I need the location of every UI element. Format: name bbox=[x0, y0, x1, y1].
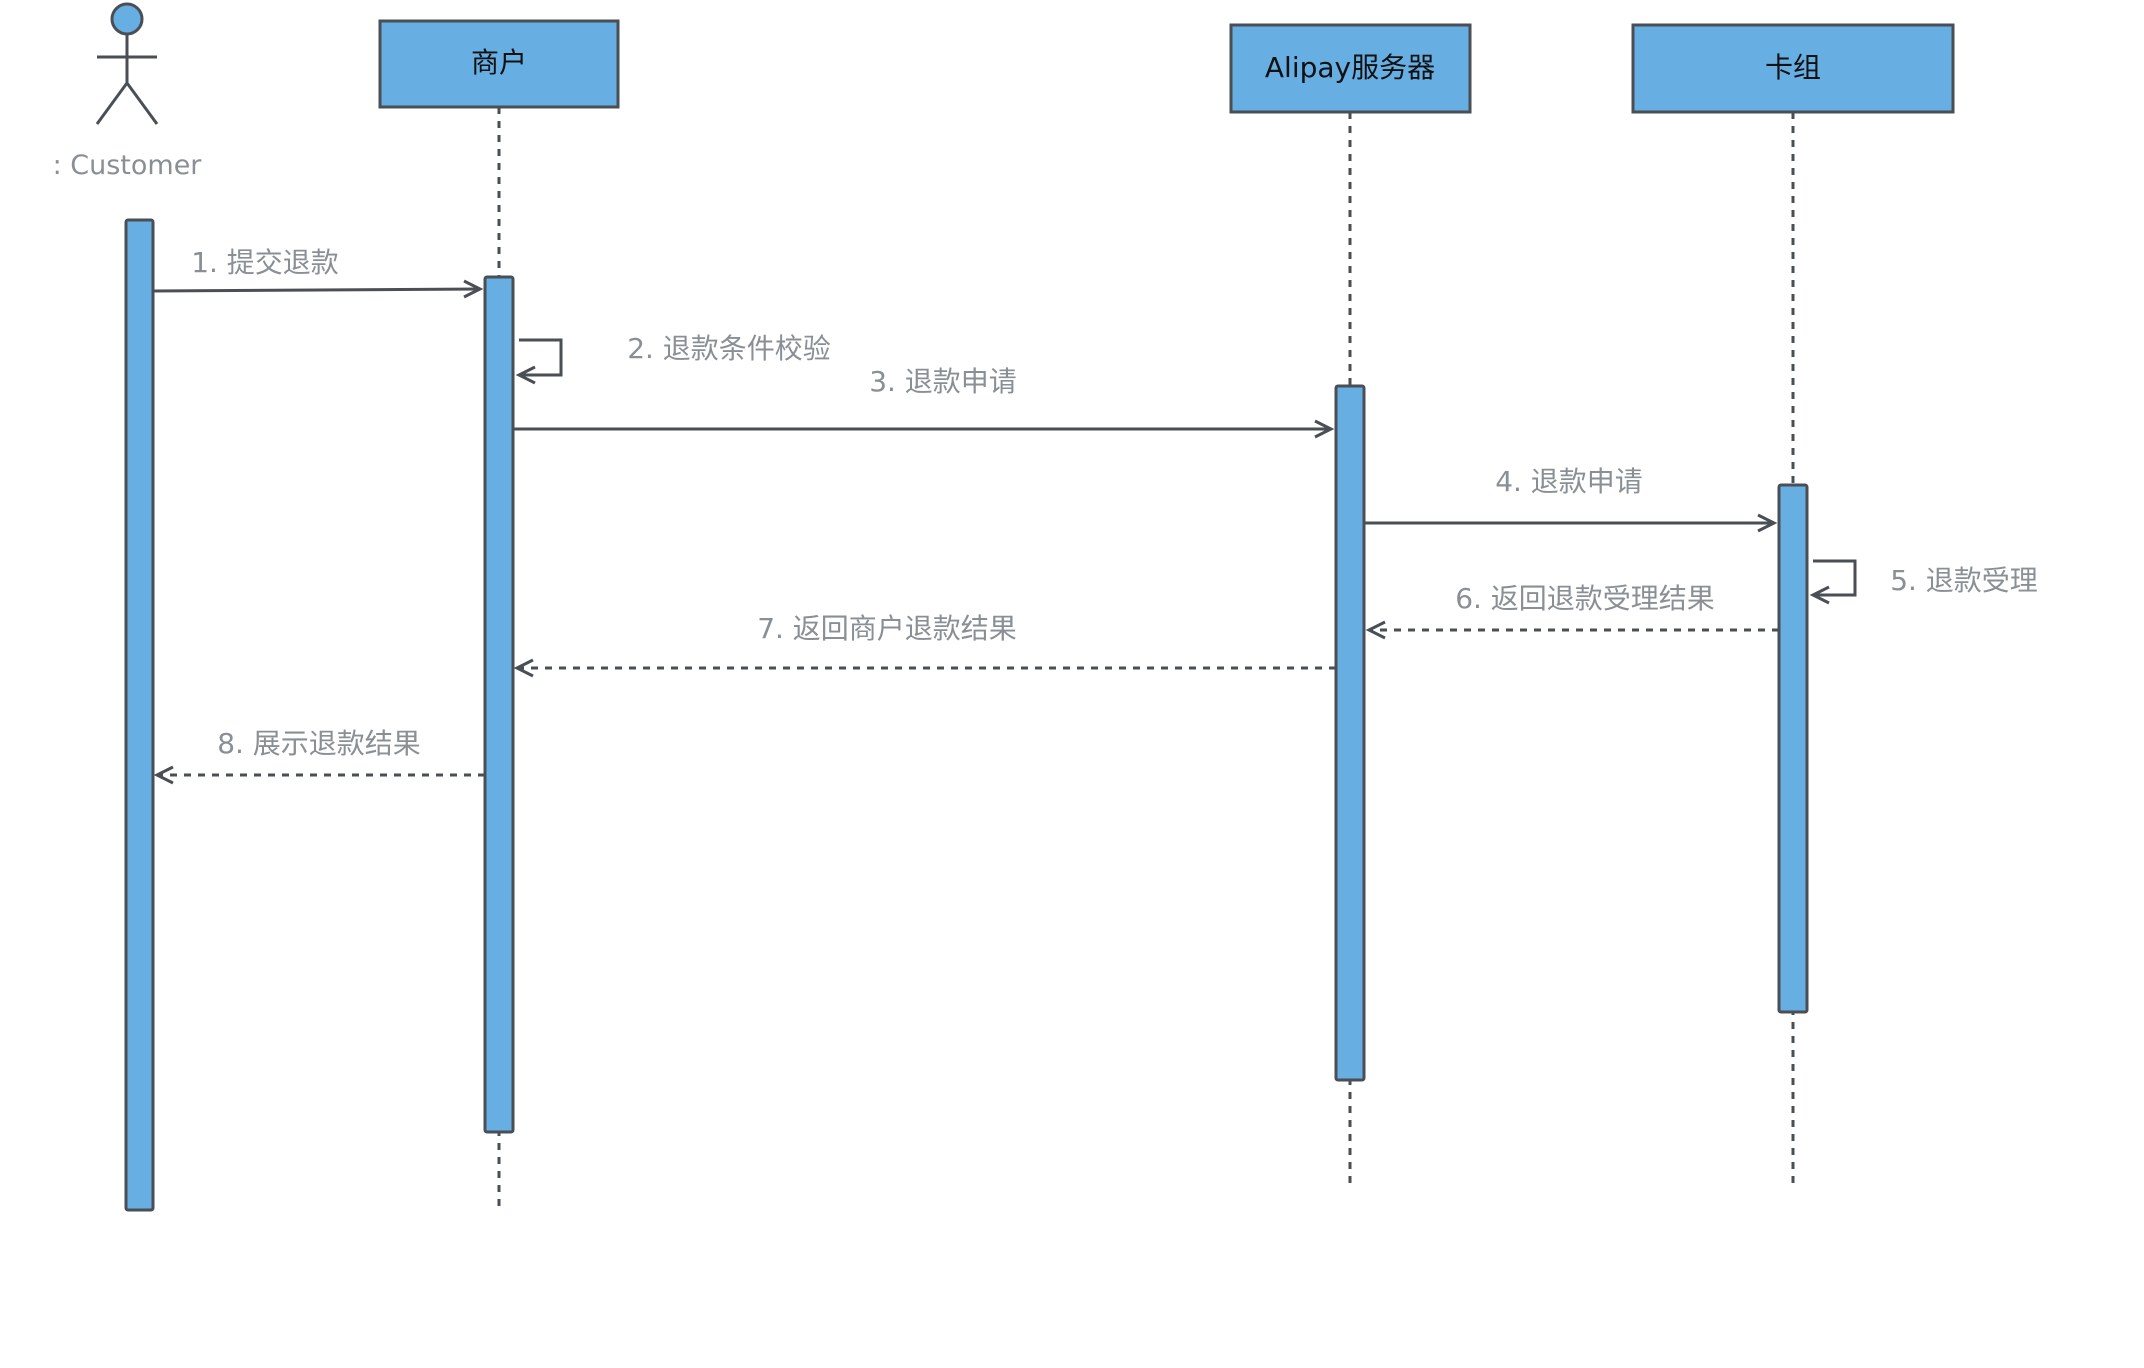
arrow-right-icon bbox=[463, 279, 484, 299]
participant-box bbox=[378, 19, 620, 109]
actor-head-icon bbox=[110, 2, 144, 36]
stick-figure-icon bbox=[95, 34, 159, 125]
activation-card-network[interactable] bbox=[1777, 483, 1809, 1014]
message-label: 1. 提交退款 bbox=[191, 246, 339, 279]
participant-label: Alipay服务器 bbox=[1265, 51, 1435, 84]
message-submit-refund[interactable]: 1. 提交退款 bbox=[152, 246, 484, 299]
arrow-left-icon bbox=[1809, 585, 1830, 605]
message-label: 8. 展示退款结果 bbox=[217, 727, 421, 760]
message-return-accept-result[interactable]: 6. 返回退款受理结果 bbox=[1365, 582, 1779, 640]
participant-box bbox=[1229, 23, 1472, 114]
participant-alipay-server[interactable]: Alipay服务器 bbox=[1229, 23, 1472, 114]
message-refund-condition-check[interactable]: 2. 退款条件校验 bbox=[515, 332, 831, 385]
message-refund-request-to-card[interactable]: 4. 退款申请 bbox=[1364, 465, 1778, 533]
message-label: 5. 退款受理 bbox=[1890, 564, 2038, 597]
message-label: 4. 退款申请 bbox=[1495, 465, 1643, 498]
message-display-refund-result[interactable]: 8. 展示退款结果 bbox=[153, 727, 485, 785]
arrow-right-icon bbox=[1314, 419, 1335, 439]
message-label: 3. 退款申请 bbox=[869, 365, 1017, 398]
arrow-right-icon bbox=[1757, 513, 1778, 533]
arrow-left-icon bbox=[513, 658, 534, 678]
actor-customer[interactable]: : Customer bbox=[53, 2, 203, 181]
message-label: 6. 返回退款受理结果 bbox=[1455, 582, 1715, 615]
message-refund-request-to-alipay[interactable]: 3. 退款申请 bbox=[513, 365, 1335, 439]
arrow-left-icon bbox=[153, 765, 174, 785]
participant-label: 商户 bbox=[471, 46, 527, 79]
message-label: 7. 返回商户退款结果 bbox=[757, 612, 1017, 645]
message-label: 2. 退款条件校验 bbox=[627, 332, 831, 365]
message-return-merchant-result[interactable]: 7. 返回商户退款结果 bbox=[513, 612, 1336, 678]
message-line bbox=[152, 287, 481, 293]
participant-merchant[interactable]: 商户 bbox=[378, 19, 620, 109]
actor-label: : Customer bbox=[53, 150, 203, 181]
message-line bbox=[1813, 559, 1857, 597]
activation-customer[interactable] bbox=[124, 218, 155, 1212]
participant-box bbox=[1631, 23, 1955, 114]
activation-merchant[interactable] bbox=[483, 275, 515, 1134]
arrow-left-icon bbox=[1365, 620, 1386, 640]
participant-card-network[interactable]: 卡组 bbox=[1631, 23, 1955, 114]
participant-label: 卡组 bbox=[1765, 51, 1821, 84]
arrow-left-icon bbox=[515, 365, 536, 385]
activation-alipay-server[interactable] bbox=[1334, 384, 1366, 1082]
message-line bbox=[519, 338, 563, 377]
message-refund-accepted[interactable]: 5. 退款受理 bbox=[1809, 559, 2038, 605]
